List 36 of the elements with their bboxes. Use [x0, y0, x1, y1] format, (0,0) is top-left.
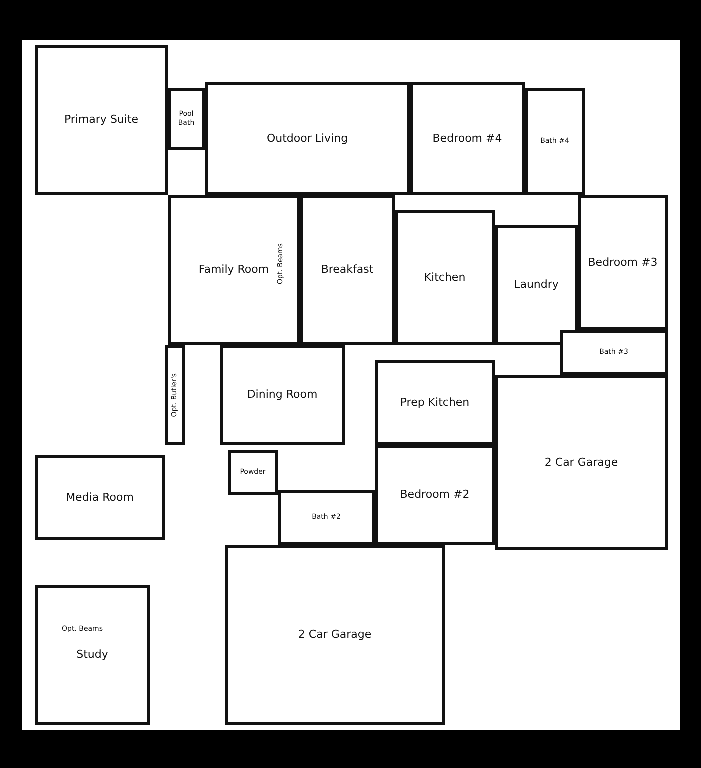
room-name: Kitchen — [424, 270, 466, 284]
room-outline — [495, 375, 668, 550]
room-name: Bedroom #2 — [400, 488, 470, 502]
room-outline — [168, 195, 300, 345]
room-name: 2 Car Garage — [544, 456, 618, 470]
room-name: Bedroom #4 — [432, 132, 502, 146]
room-outline — [410, 82, 525, 195]
room-name: Study — [76, 648, 108, 662]
room-outline — [205, 82, 410, 195]
room-outline — [35, 45, 168, 195]
room-name: Breakfast — [321, 263, 374, 277]
room-name: Family Room — [198, 263, 270, 277]
room-outline — [560, 330, 668, 375]
room-outline — [168, 88, 205, 150]
room-outline — [525, 88, 585, 195]
room-name: Bedroom #3 — [588, 256, 658, 270]
room-outline — [35, 455, 165, 540]
room-name: Prep Kitchen — [400, 396, 470, 410]
room-outline — [220, 345, 345, 445]
room-outline — [495, 225, 578, 345]
room-outline — [375, 360, 495, 445]
room-outline — [578, 195, 668, 330]
room-outline — [395, 210, 495, 345]
room-outline — [278, 490, 375, 545]
room-name: Outdoor Living — [266, 132, 348, 146]
room-outline — [375, 445, 495, 545]
room-outline — [225, 545, 445, 725]
room-outline — [165, 345, 185, 445]
room-name: 2 Car Garage — [298, 628, 372, 642]
room-outline — [228, 450, 278, 495]
room-outline — [300, 195, 395, 345]
room-outline — [35, 585, 150, 725]
room-name: Primary Suite — [64, 113, 139, 127]
room-name: Laundry — [514, 278, 559, 292]
room-name: Dining Room — [247, 388, 318, 402]
room-name: Media Room — [66, 490, 134, 504]
